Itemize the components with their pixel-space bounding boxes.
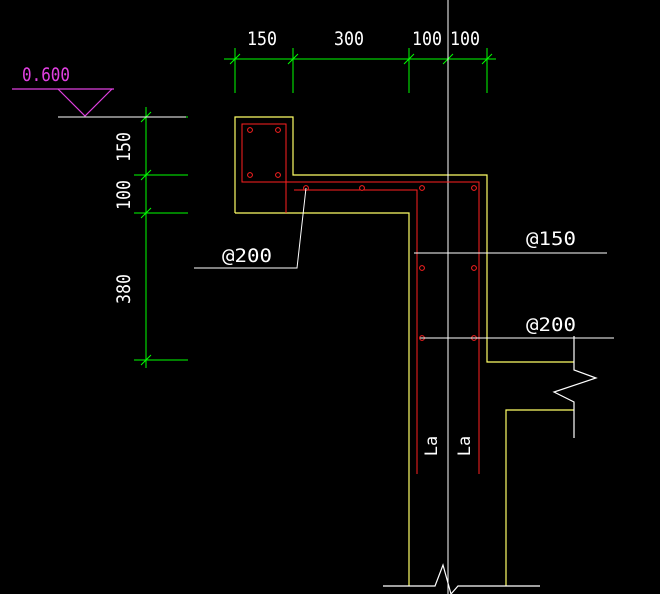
rebar-dot: [419, 185, 425, 191]
elevation-marker: [12, 88, 114, 117]
spacing-label-right-upper: @150: [526, 228, 576, 250]
spacing-label-right-lower: @200: [526, 314, 576, 336]
rebar-dot: [359, 185, 365, 191]
bottom-break-line: [383, 563, 540, 594]
rebar-dot: [419, 265, 425, 271]
tick-mark: [140, 169, 152, 181]
tick-mark: [229, 53, 241, 65]
tick-mark: [481, 53, 493, 65]
rebar-dot: [247, 127, 253, 133]
leader-upper-left: [194, 187, 307, 269]
vertical-dimension-chain: [134, 107, 188, 368]
top-longitudinal-bar: [285, 181, 480, 474]
spacing-label-upper-left: @200: [222, 245, 272, 267]
dim-label-v-380: 380: [113, 274, 135, 304]
beam-and-wall-outline: [234, 116, 574, 363]
horizontal-dimension-chain: [224, 48, 496, 93]
rebar-dot: [471, 185, 477, 191]
right-break-line: [552, 336, 598, 438]
dim-label-300: 300: [334, 28, 364, 50]
dim-label-v-100: 100: [113, 180, 135, 210]
rebar-dot: [471, 265, 477, 271]
lower-wall-outline: [505, 409, 574, 586]
anchor-label-left: La: [422, 436, 442, 456]
tick-mark: [287, 53, 299, 65]
tick-mark: [140, 207, 152, 219]
concrete-outline: [234, 116, 574, 586]
dim-label-v-150: 150: [113, 132, 135, 162]
dim-label-100-right: 100: [450, 28, 480, 50]
rebar-dot: [275, 127, 281, 133]
anchor-label-right: La: [455, 436, 475, 456]
beam-underside-and-wall-face: [235, 212, 410, 586]
leaders: [194, 187, 614, 339]
tick-mark: [140, 354, 152, 366]
rebar-dot: [275, 172, 281, 178]
elevation-triangle-icon: [57, 88, 113, 117]
stirrup: [241, 123, 287, 183]
inner-vertical-bar: [294, 189, 418, 474]
rebar-dot: [247, 172, 253, 178]
tick-mark: [403, 53, 415, 65]
dim-label-150: 150: [247, 28, 277, 50]
dim-label-100-left: 100: [412, 28, 442, 50]
rebar-lines: [241, 123, 480, 474]
break-lines: [383, 336, 598, 594]
rebar-dots: [247, 127, 477, 341]
elevation-label: 0.600: [22, 64, 70, 86]
